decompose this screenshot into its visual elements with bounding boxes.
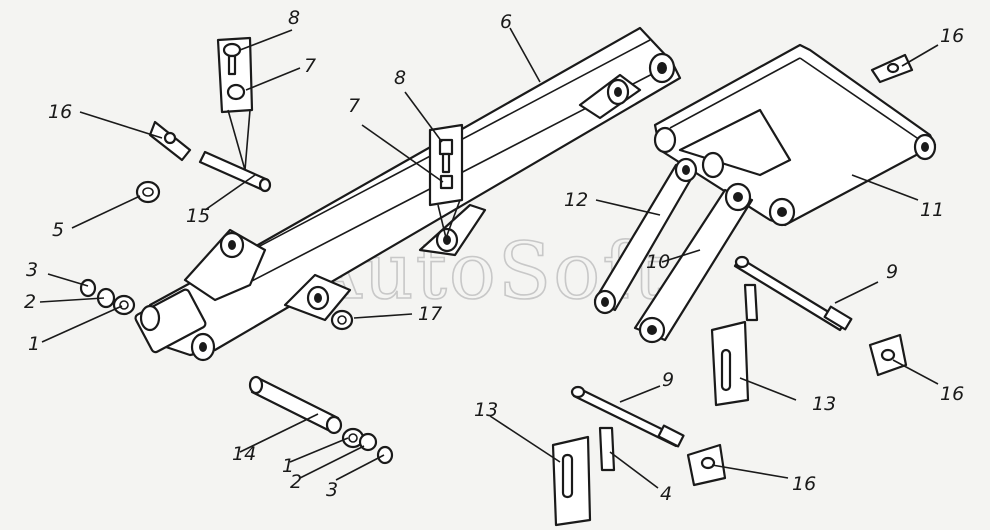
leader-lines [39,27,939,489]
cotter-pin-16-upper-right [870,53,914,84]
callout-7-middle: 7 [348,95,360,117]
callout-16-right: 16 [940,383,964,405]
washer-part-5 [135,180,161,204]
link-part-10 [633,182,754,344]
callout-5: 5 [52,219,64,241]
callout-12: 12 [564,189,588,211]
callout-3-lower: 3 [326,479,338,501]
clip-packet-13-right [710,283,759,407]
callout-2-left: 2 [24,291,36,313]
callout-10: 10 [646,251,670,273]
callout-8-middle: 8 [394,67,406,89]
washer-set-lower [341,427,394,465]
callout-16-upper-right: 16 [940,25,964,47]
cotter-pin-16-lower [686,443,727,487]
callout-15: 15 [186,205,210,227]
callout-1-left: 1 [28,333,40,355]
callout-7-upper-left: 7 [304,55,316,77]
callout-14: 14 [232,443,256,465]
rod-part-9-lower [570,385,685,448]
pin-part-15 [198,150,272,193]
clip-packet-13-lower [551,426,616,527]
bolt-nut-8-7-upper-left [216,36,254,171]
callout-2-lower: 2 [290,471,302,493]
cotter-pin-16-right [868,333,908,377]
callout-17: 17 [418,303,442,325]
main-arm-part-6 [134,26,682,362]
callout-3-left: 3 [26,259,38,281]
rod-part-9-upper [733,255,853,332]
callout-13-lower: 13 [474,399,498,421]
bolt-nut-8-7-middle [428,123,464,239]
washer-set-left [79,278,136,316]
bushing-part-17 [330,309,354,331]
callout-11: 11 [920,199,944,221]
pin-part-14 [248,375,343,435]
callout-9-upper: 9 [886,261,898,283]
callout-16-lower: 16 [792,473,816,495]
cotter-pin-16-upper-left [148,120,192,162]
callout-16-upper-left: 16 [48,101,72,123]
callout-13-right: 13 [812,393,836,415]
callout-9-lower: 9 [662,369,674,391]
callout-8-upper-left: 8 [288,7,300,29]
callout-1-lower: 1 [282,455,294,477]
callout-4: 4 [660,483,672,505]
callout-6: 6 [500,11,512,33]
callout-labels: 8 7 16 5 15 3 2 1 6 8 7 17 16 11 12 10 9… [24,7,964,505]
link-part-12 [593,157,698,315]
